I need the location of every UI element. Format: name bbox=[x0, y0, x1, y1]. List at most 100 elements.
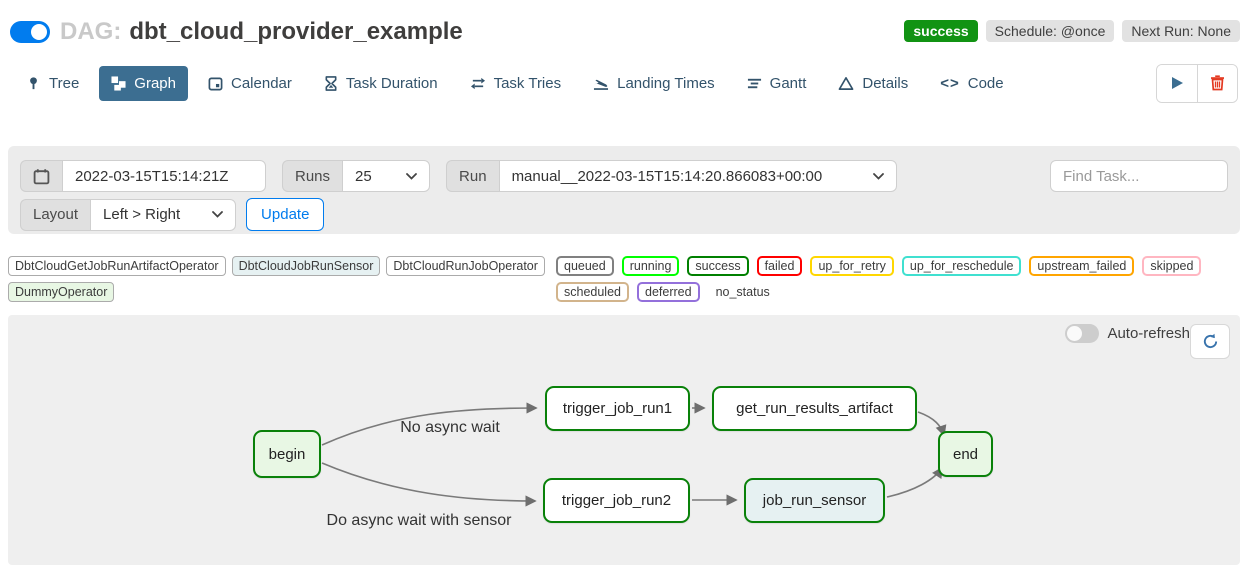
tab-code[interactable]: <> Code bbox=[928, 66, 1015, 101]
operator-badge[interactable]: DbtCloudJobRunSensor bbox=[231, 256, 381, 276]
edge-begin-trigger1 bbox=[321, 402, 538, 446]
update-button[interactable]: Update bbox=[246, 198, 325, 231]
refresh-button[interactable] bbox=[1190, 324, 1230, 359]
layout-value: Left > Right bbox=[103, 206, 181, 223]
tab-task-tries[interactable]: Task Tries bbox=[458, 66, 574, 101]
task-node-end[interactable]: end bbox=[938, 431, 993, 477]
status-badge-no_status[interactable]: no_status bbox=[715, 285, 770, 299]
tab-label: Graph bbox=[134, 74, 176, 92]
edge-label: No async wait bbox=[400, 419, 500, 436]
run-group: Run manual__2022-03-15T15:14:20.866083+0… bbox=[446, 160, 897, 192]
task-node-trigger_job_run2[interactable]: trigger_job_run2 bbox=[543, 478, 690, 523]
find-task-input[interactable] bbox=[1050, 160, 1228, 192]
tab-label: Calendar bbox=[231, 74, 292, 92]
trash-icon bbox=[1211, 75, 1224, 91]
status-badge-skipped[interactable]: skipped bbox=[1142, 256, 1202, 276]
refresh-icon bbox=[1203, 333, 1217, 349]
layout-group: Layout Left > Right bbox=[20, 198, 237, 231]
code-icon: <> bbox=[940, 74, 960, 92]
task-node-begin[interactable]: begin bbox=[253, 430, 321, 478]
calendar-addon bbox=[20, 160, 62, 192]
dag-actions bbox=[1156, 63, 1238, 103]
base-date-group bbox=[20, 160, 266, 192]
calendar-icon bbox=[208, 77, 223, 90]
schedule-badge: Schedule: @once bbox=[985, 20, 1115, 42]
edge-label: Do async wait with sensor bbox=[326, 512, 512, 529]
runs-addon-label: Runs bbox=[282, 160, 343, 192]
tab-label: Gantt bbox=[769, 74, 807, 92]
status-badge-upstream_failed[interactable]: upstream_failed bbox=[1029, 256, 1135, 276]
next-run-badge: Next Run: None bbox=[1122, 20, 1240, 42]
chevron-down-icon bbox=[406, 172, 417, 180]
status-badge-running[interactable]: running bbox=[621, 256, 680, 276]
status-badge-deferred[interactable]: deferred bbox=[637, 282, 700, 302]
task-node-trigger_job_run1[interactable]: trigger_job_run1 bbox=[545, 386, 690, 431]
num-runs-value: 25 bbox=[355, 167, 372, 185]
base-date-input[interactable] bbox=[62, 160, 266, 192]
tab-landing-times[interactable]: Landing Times bbox=[581, 66, 727, 101]
header-badges: success Schedule: @once Next Run: None bbox=[904, 20, 1240, 42]
tab-label: Code bbox=[967, 74, 1004, 92]
graph-panel: Auto-refresh begin trigger_job_run1 get_ru… bbox=[8, 315, 1240, 565]
tab-tree[interactable]: Tree bbox=[14, 66, 91, 101]
auto-refresh-control: Auto-refresh bbox=[1065, 324, 1190, 343]
edge-artifact-end bbox=[917, 411, 947, 437]
trigger-dag-button[interactable] bbox=[1157, 64, 1197, 102]
chevron-down-icon bbox=[212, 211, 223, 218]
tab-task-duration[interactable]: Task Duration bbox=[312, 66, 450, 101]
run-value: manual__2022-03-15T15:14:20.866083+00:00 bbox=[511, 167, 823, 185]
operator-badge[interactable]: DbtCloudRunJobOperator bbox=[386, 256, 545, 276]
tab-label: Tree bbox=[49, 74, 80, 92]
operator-badge[interactable]: DummyOperator bbox=[8, 282, 115, 302]
edge-sensor-end bbox=[886, 466, 943, 498]
status-badge-up_for_retry[interactable]: up_for_retry bbox=[810, 256, 894, 276]
play-icon bbox=[1172, 77, 1183, 89]
status-badge-success[interactable]: success bbox=[687, 256, 749, 276]
tab-gantt[interactable]: Gantt bbox=[735, 66, 819, 101]
layout-addon-label: Layout bbox=[20, 198, 91, 231]
operator-badge[interactable]: DbtCloudGetJobRunArtifactOperator bbox=[8, 256, 226, 276]
filter-row-1: Runs 25 Run manual__2022-03-15T15:14:20.… bbox=[20, 160, 1228, 192]
toggle-knob bbox=[31, 24, 47, 40]
graph-icon bbox=[111, 75, 126, 91]
dag-header: DAG: dbt_cloud_provider_example success … bbox=[0, 0, 1248, 52]
edge-begin-trigger2 bbox=[321, 462, 537, 507]
repeat-icon bbox=[470, 77, 485, 89]
auto-refresh-toggle[interactable] bbox=[1065, 324, 1100, 343]
layout-select[interactable]: Left > Right bbox=[90, 198, 237, 231]
num-runs-group: Runs 25 bbox=[282, 160, 431, 192]
gantt-icon bbox=[747, 78, 761, 88]
toggle-knob bbox=[1067, 326, 1083, 341]
delete-dag-button[interactable] bbox=[1197, 64, 1237, 102]
run-addon-label: Run bbox=[446, 160, 499, 192]
tab-label: Details bbox=[862, 74, 909, 92]
tree-icon bbox=[30, 76, 37, 89]
num-runs-select[interactable]: 25 bbox=[342, 160, 431, 192]
dag-pause-toggle[interactable] bbox=[10, 21, 50, 43]
page-title: dbt_cloud_provider_example bbox=[129, 18, 463, 45]
auto-refresh-label: Auto-refresh bbox=[1107, 325, 1190, 342]
filter-row-2: Layout Left > Right Update bbox=[20, 198, 1228, 231]
status-badge-queued[interactable]: queued bbox=[556, 256, 614, 276]
chevron-down-icon bbox=[872, 172, 884, 180]
tab-details[interactable]: Details bbox=[826, 66, 920, 101]
task-node-job_run_sensor[interactable]: job_run_sensor bbox=[744, 478, 885, 523]
status-badge: success bbox=[904, 20, 978, 42]
status-badge-up_for_reschedule[interactable]: up_for_reschedule bbox=[901, 256, 1022, 276]
status-badge-scheduled[interactable]: scheduled bbox=[556, 282, 629, 302]
tab-label: Landing Times bbox=[617, 74, 715, 92]
run-select[interactable]: manual__2022-03-15T15:14:20.866083+00:00 bbox=[498, 160, 897, 192]
filter-panel: Runs 25 Run manual__2022-03-15T15:14:20.… bbox=[8, 146, 1240, 234]
tab-graph[interactable]: Graph bbox=[99, 65, 188, 101]
landing-icon bbox=[594, 79, 609, 90]
triangle-icon bbox=[838, 76, 854, 90]
calendar-icon bbox=[33, 168, 50, 184]
tab-calendar[interactable]: Calendar bbox=[196, 66, 304, 101]
task-node-get_run_results_artifact[interactable]: get_run_results_artifact bbox=[712, 386, 917, 431]
dag-edges bbox=[321, 402, 947, 507]
tab-label: Task Tries bbox=[493, 74, 562, 92]
status-badge-failed[interactable]: failed bbox=[756, 256, 803, 276]
